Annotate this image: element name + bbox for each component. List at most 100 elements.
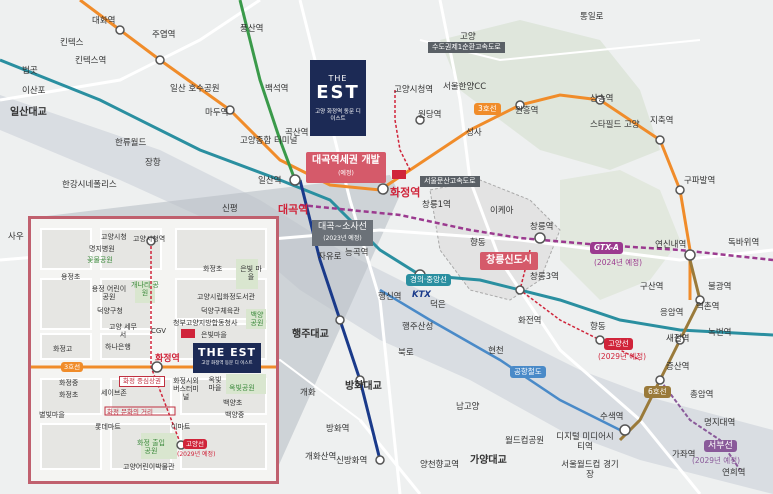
inset-est-sub: 고양 화정역 동문 디 이스트 [201, 361, 253, 366]
inset-goyang-cityhall: 고양시청 [101, 233, 127, 241]
station-yeonsinnae: 연신내역 [655, 240, 687, 250]
tongil-ro: 통일로 [580, 12, 604, 22]
isanpo: 이산포 [22, 86, 46, 96]
station-samsong: 삼송역 [590, 94, 614, 104]
station-bulgwang: 불광역 [708, 282, 732, 292]
jayuro: 자유로 [318, 252, 342, 262]
station-nokbeon: 녹번역 [708, 328, 732, 338]
station-changneung1: 창릉1역 [422, 200, 451, 210]
inset-hwajeong-station: 화정역 [155, 354, 180, 364]
inset-est-the: THE [197, 346, 226, 359]
banghwa-bridge: 방화대교 [345, 381, 382, 392]
inset-hwajeong-commercial: 화정 중심상권 [119, 376, 165, 387]
inset-hwajeong-park: 화정 출입공원 [137, 439, 165, 455]
est-logo-sub: 고양 화정역 동문 디 이스트 [315, 109, 361, 122]
bukro: 북로 [398, 348, 414, 358]
callout-daegok-sosa: 대곡~소사선 (2023년 예정) [312, 220, 373, 246]
inset-deokyang-office: 덕양구청 [97, 307, 123, 315]
station-gajwa: 가좌역 [672, 450, 696, 460]
cinepolis: 한강시네폴리스 [62, 180, 117, 190]
namgoyang: 남고양 [456, 402, 480, 412]
inset-goyang-cityhall-station: 고양시청역 [133, 235, 166, 243]
deogeun: 덕은 [430, 300, 446, 310]
station-gusan: 구산역 [640, 282, 664, 292]
inset-goyang-tax: 고양 세무서 [109, 323, 137, 339]
seongsa: 성사 [466, 128, 482, 138]
janghang: 장항 [145, 158, 161, 168]
inset-baekyang-park: 백양 공원 [250, 311, 264, 327]
inset-line3-badge: 3호선 [61, 362, 84, 372]
gtxa-note: (2024년 예정) [594, 258, 643, 267]
gaehwa: 개화 [300, 388, 316, 398]
station-changneung: 창릉역 [530, 222, 554, 232]
inset-hwajeongjung: 화정중 [59, 379, 79, 387]
callout-daegok-dev: 대곡역세권 개발 (예정) [306, 152, 386, 183]
inset-kaenari-park: 개나리 공원 [131, 281, 159, 297]
inset-okbit-park: 옥빛공원 [229, 384, 255, 392]
inset-emart: 이마트 [171, 423, 191, 431]
station-yangcheon: 양천향교역 [420, 460, 460, 470]
inset-yongjeong-park: 용정 어린이공원 [91, 285, 127, 301]
station-goyang-cityhall: 고양시청역 [394, 85, 434, 95]
inset-okbit-village: 옥빛 마을 [208, 376, 222, 392]
station-goyang-terminal: 고양종합 터미널 [240, 136, 298, 146]
station-dokbawi: 독바위역 [728, 238, 760, 248]
inset-cgv: CGV [151, 327, 167, 335]
inset-culture-street: 화정 문화의 거리 [107, 408, 153, 416]
station-wonheung: 원흥역 [515, 106, 539, 116]
station-baekseok: 백석역 [265, 84, 289, 94]
sinpyeong: 신평 [222, 204, 238, 214]
inset-goyang-line-note: (2029년 예정) [177, 451, 216, 458]
ilsan-bridge: 일산대교 [10, 107, 47, 118]
callout-daegok-sosa-note: (2023년 예정) [323, 235, 362, 242]
badge-ktx: KTX [412, 290, 431, 300]
inset-hana-bank: 하나은행 [105, 343, 131, 351]
est-logo-the: THE [328, 74, 348, 83]
badge-gyeongui: 경의·중앙선 [406, 274, 451, 286]
badge-seobu: 서부선 [704, 440, 737, 452]
kintex: 킨텍스 [60, 38, 84, 48]
inset-yongjeongcho: 용정초 [61, 273, 81, 281]
inset-goyang-library: 고양시립화정도서관 [197, 293, 255, 301]
inset-lotte-mart: 롯데마트 [95, 423, 121, 431]
inset-map[interactable]: 고양시청 고양시청역 명지병원 꽃물공원 화정초 은빛 마을 개나리 공원 용정… [28, 216, 279, 484]
station-chungam: 총암역 [690, 390, 714, 400]
inset-myeongji-hosp: 명지병원 [89, 245, 115, 253]
sau: 사우 [8, 232, 24, 242]
inset-goyang-line-badge: 고양선 [183, 439, 207, 449]
inset-baekyangjung: 백양중 [225, 411, 245, 419]
station-madu: 마두역 [205, 108, 229, 118]
station-haengsin: 행신역 [378, 292, 402, 302]
badge-airport: 공항철도 [510, 366, 546, 378]
callout-changneung-city: 창릉신도시 [480, 252, 538, 270]
badge-goyang-line: 고양선 [604, 338, 633, 350]
inset-children-museum: 고양어린이박물관 [123, 463, 175, 471]
callout-daegok-dev-note: (예정) [338, 170, 354, 177]
station-neunggok: 능곡역 [345, 248, 369, 258]
hyeoncheon: 현천 [488, 346, 504, 356]
inset-est-logo: THE EST 고양 화정역 동문 디 이스트 [193, 343, 261, 373]
station-daehwa: 대화역 [92, 16, 116, 26]
haengjusanseong: 행주산성 [402, 322, 434, 332]
station-dmc: 디지털 미디어시티역 [556, 432, 614, 452]
inset-hwajeonggo: 화정고 [53, 345, 73, 353]
station-worldcup-park: 월드컵공원 [505, 436, 545, 446]
seobu-note: (2029년 예정) [692, 456, 741, 465]
station-banghwa: 방화역 [326, 424, 350, 434]
station-jeungsan: 증산역 [666, 362, 690, 372]
inset-kkotmul-park: 꽃물공원 [87, 256, 113, 264]
station-ilsan: 일산역 [258, 176, 282, 186]
callout-daegok-dev-text: 대곡역세권 개발 [312, 155, 380, 166]
haengju-bridge: 행주대교 [292, 329, 329, 340]
station-gaehwasan: 개화산역 [305, 452, 337, 462]
inset-cheongbu: 청부고양지방합동청사 [173, 319, 238, 327]
inset-savezone: 세이브존 [101, 389, 127, 397]
inset-est-est: EST [230, 346, 257, 359]
beopgot: 법곳 [22, 66, 38, 76]
station-hyangdong: 향동 [590, 322, 606, 332]
station-myeongji: 명지대역 [704, 418, 736, 428]
station-hwajeong: 화정역 [390, 186, 421, 199]
station-saejeol: 새절역 [666, 334, 690, 344]
inset-eunbit: 은빛 마을 [240, 265, 262, 281]
